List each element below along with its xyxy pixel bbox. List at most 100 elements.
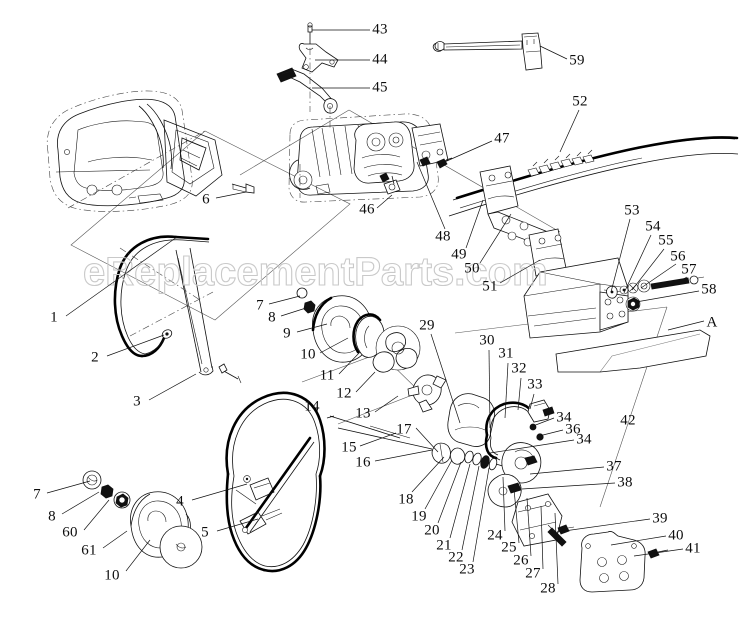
leader-line-13 (374, 395, 399, 413)
brake-lever-parts (276, 22, 339, 128)
callout-40[interactable]: 40 (668, 527, 684, 544)
leader-line-52 (559, 109, 580, 153)
leader-line-34b (489, 439, 575, 454)
callout-22[interactable]: 22 (448, 549, 464, 566)
callout-4[interactable]: 4 (176, 493, 184, 510)
leader-line-23 (472, 467, 490, 563)
callout-55[interactable]: 55 (658, 232, 674, 249)
clutch-assembly-lower (82, 470, 203, 569)
leader-line-A (667, 320, 705, 331)
callout-52[interactable]: 52 (572, 93, 588, 110)
callout-50[interactable]: 50 (464, 260, 480, 277)
callout-44[interactable]: 44 (372, 51, 388, 68)
callout-47[interactable]: 47 (494, 130, 510, 147)
leader-line-12 (355, 371, 376, 393)
leader-line-2 (106, 334, 165, 357)
callout-16[interactable]: 16 (355, 454, 371, 471)
leader-line-8b (280, 307, 307, 317)
callout-49[interactable]: 49 (451, 246, 467, 263)
leader-line-3 (148, 373, 197, 401)
callout-59[interactable]: 59 (569, 52, 585, 69)
muffler-cover-assembly (523, 257, 711, 373)
callout-43[interactable]: 43 (372, 21, 388, 38)
callout-39[interactable]: 39 (652, 510, 668, 527)
callout-14[interactable]: 14 (304, 398, 320, 415)
leader-line-7 (46, 480, 91, 494)
leader-line-27 (540, 505, 544, 570)
callout-20[interactable]: 20 (424, 522, 440, 539)
callout-57[interactable]: 57 (681, 261, 697, 278)
callout-6[interactable]: 6 (202, 191, 210, 208)
group-outline-left (70, 130, 351, 321)
callout-10b[interactable]: 10 (104, 567, 120, 584)
callout-54[interactable]: 54 (645, 218, 661, 235)
callout-7[interactable]: 7 (33, 486, 41, 503)
callout-8[interactable]: 8 (48, 508, 56, 525)
callout-28[interactable]: 28 (540, 580, 556, 597)
callout-13[interactable]: 13 (355, 405, 371, 422)
callout-25[interactable]: 25 (501, 539, 517, 556)
clutch-flywheel-group (296, 287, 447, 450)
callout-48[interactable]: 48 (435, 228, 451, 245)
leader-line-56 (640, 263, 677, 289)
leader-line-60 (83, 499, 110, 531)
callout-45[interactable]: 45 (372, 79, 388, 96)
leader-line-47 (439, 140, 493, 165)
callout-1[interactable]: 1 (50, 309, 58, 326)
callout-56[interactable]: 56 (670, 248, 686, 265)
callout-19[interactable]: 19 (411, 508, 427, 525)
callout-60[interactable]: 60 (62, 524, 78, 541)
callout-51[interactable]: 51 (482, 278, 498, 295)
callout-21[interactable]: 21 (436, 537, 452, 554)
callout-34[interactable]: 34 (556, 409, 572, 426)
leader-line-25 (513, 488, 520, 544)
leader-line-53 (610, 218, 631, 293)
callout-15[interactable]: 15 (341, 439, 357, 456)
callout-38[interactable]: 38 (617, 474, 633, 491)
callout-30[interactable]: 30 (479, 332, 495, 349)
leader-line-24 (502, 476, 506, 532)
leader-line-30 (488, 349, 491, 429)
callout-42[interactable]: 42 (620, 412, 636, 429)
callout-A[interactable]: A (706, 314, 718, 331)
leader-line-22 (461, 465, 480, 551)
leader-line-26 (526, 497, 532, 557)
callout-34b[interactable]: 34 (576, 431, 592, 448)
callout-32[interactable]: 32 (511, 360, 527, 377)
callout-11[interactable]: 11 (319, 367, 335, 384)
callout-2[interactable]: 2 (91, 349, 99, 366)
callout-46[interactable]: 46 (359, 201, 375, 218)
leader-line-38 (521, 482, 616, 490)
leader-line-36 (538, 429, 564, 437)
callout-7b[interactable]: 7 (256, 297, 264, 314)
callout-8b[interactable]: 8 (268, 309, 276, 326)
callout-5[interactable]: 5 (201, 524, 209, 541)
callout-26[interactable]: 26 (513, 552, 529, 569)
leader-line-55 (631, 248, 665, 291)
callout-58[interactable]: 58 (701, 281, 717, 298)
leader-line-9 (296, 323, 328, 333)
callout-37[interactable]: 37 (606, 458, 622, 475)
callout-33[interactable]: 33 (527, 376, 543, 393)
callout-24[interactable]: 24 (487, 527, 503, 544)
callout-23[interactable]: 23 (459, 561, 475, 578)
callout-3[interactable]: 3 (133, 393, 141, 410)
callout-27[interactable]: 27 (525, 565, 541, 582)
callout-10[interactable]: 10 (300, 346, 316, 363)
callout-29[interactable]: 29 (419, 317, 435, 334)
leader-line-39 (556, 518, 651, 533)
crankshaft-assembly (431, 393, 575, 547)
callout-31[interactable]: 31 (498, 345, 514, 362)
callout-36[interactable]: 36 (565, 421, 581, 438)
callout-18[interactable]: 18 (398, 491, 414, 508)
callout-17[interactable]: 17 (396, 421, 412, 438)
callout-61[interactable]: 61 (81, 542, 97, 559)
callout-41[interactable]: 41 (685, 540, 701, 557)
leader-line-10b (125, 539, 151, 572)
callout-9[interactable]: 9 (283, 325, 291, 342)
callout-53[interactable]: 53 (624, 202, 640, 219)
callout-12[interactable]: 12 (336, 385, 352, 402)
t-wrench-tool (432, 32, 543, 71)
